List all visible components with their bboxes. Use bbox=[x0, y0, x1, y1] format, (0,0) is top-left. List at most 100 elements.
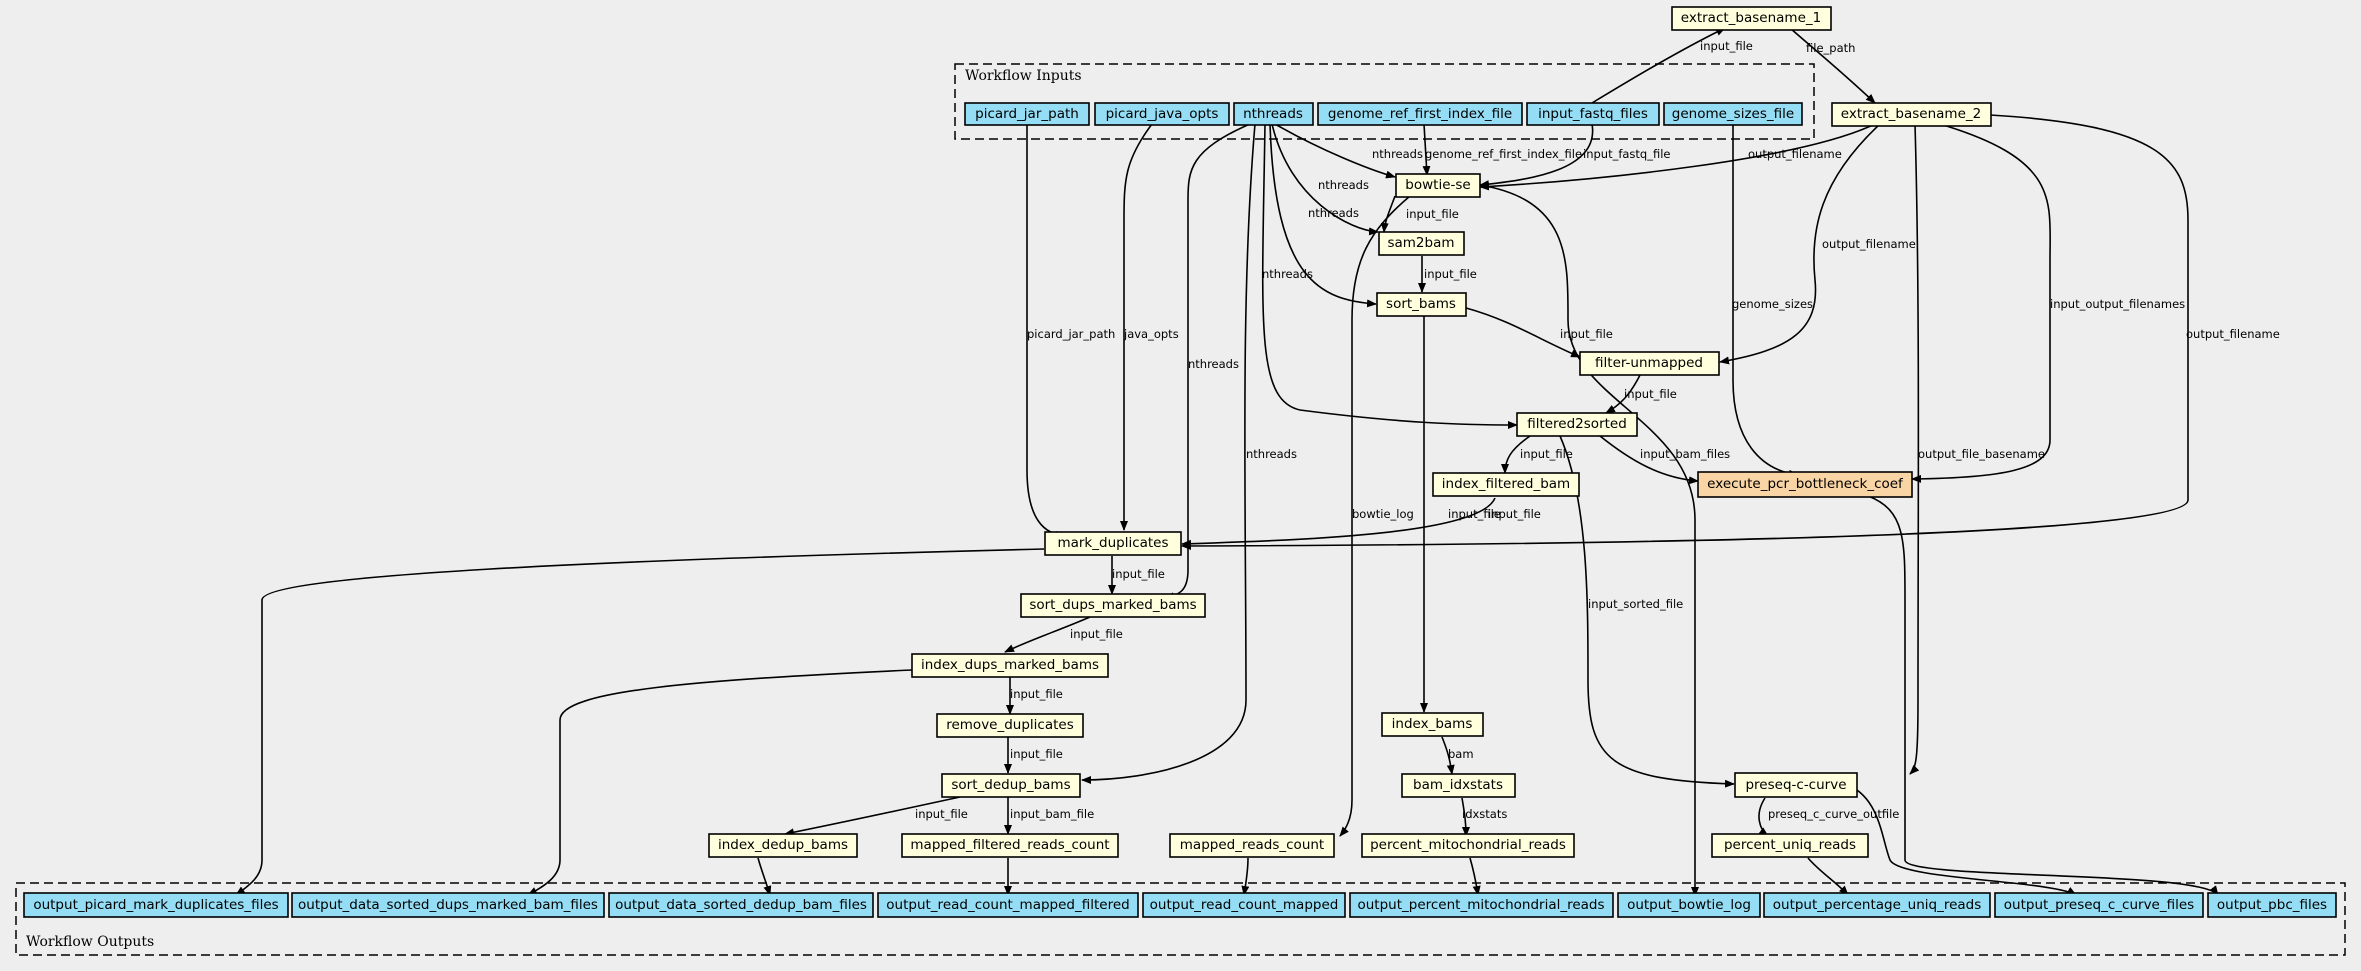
node-label: input_fastq_files bbox=[1538, 106, 1648, 122]
node-label: execute_pcr_bottleneck_coef bbox=[1707, 476, 1904, 492]
edge-mapped-reads-to-output bbox=[1241, 857, 1250, 896]
node-sort-bams[interactable]: sort_bams bbox=[1376, 292, 1467, 317]
node-picard-jar-path[interactable]: picard_jar_path bbox=[964, 102, 1090, 126]
node-index-bams[interactable]: index_bams bbox=[1381, 712, 1484, 737]
edge-genome-sizes-to-pcr: genome_sizes bbox=[1732, 124, 1813, 478]
node-execute-pcr-bottleneck-coef[interactable]: execute_pcr_bottleneck_coef bbox=[1697, 471, 1913, 498]
node-label: index_dedup_bams bbox=[718, 837, 848, 853]
node-remove-duplicates[interactable]: remove_duplicates bbox=[936, 713, 1084, 738]
edge-label: input_output_filenames bbox=[2050, 297, 2185, 311]
node-label: bam_idxstats bbox=[1413, 777, 1503, 793]
node-nthreads[interactable]: nthreads bbox=[1233, 102, 1314, 126]
node-output-pbc-files[interactable]: output_pbc_files bbox=[2207, 892, 2337, 918]
node-label: output_read_count_mapped bbox=[1150, 897, 1339, 913]
edge-label: input_fastq_file bbox=[1583, 147, 1671, 161]
edge-mark-duplicates-to-output bbox=[235, 548, 1045, 896]
node-label: sam2bam bbox=[1387, 235, 1454, 251]
edge-label: output_file_basename bbox=[1918, 447, 2045, 461]
node-sam2bam[interactable]: sam2bam bbox=[1378, 231, 1465, 256]
node-bam-idxstats[interactable]: bam_idxstats bbox=[1401, 773, 1516, 798]
node-output-preseq-c-curve-files[interactable]: output_preseq_c_curve_files bbox=[1994, 892, 2204, 918]
node-index-dups-marked-bams[interactable]: index_dups_marked_bams bbox=[911, 653, 1109, 678]
edge-label: input_bam_files bbox=[1640, 447, 1730, 461]
node-filtered2sorted[interactable]: filtered2sorted bbox=[1516, 412, 1638, 437]
node-label: picard_java_opts bbox=[1106, 106, 1219, 122]
node-output-percentage-uniq-reads[interactable]: output_percentage_uniq_reads bbox=[1763, 892, 1991, 918]
node-genome-ref-first-index-file[interactable]: genome_ref_first_index_file bbox=[1317, 102, 1523, 126]
node-extract-basename-1[interactable]: extract_basename_1 bbox=[1671, 6, 1832, 31]
node-percent-uniq-reads[interactable]: percent_uniq_reads bbox=[1711, 833, 1869, 858]
edge-label: idxstats bbox=[1462, 807, 1507, 821]
node-label: filter-unmapped bbox=[1595, 355, 1703, 371]
node-extract-basename-2[interactable]: extract_basename_2 bbox=[1831, 102, 1992, 127]
edge-label: input_file bbox=[1070, 627, 1123, 641]
node-bowtie-se[interactable]: bowtie-se bbox=[1395, 173, 1481, 198]
node-output-data-sorted-dedup-bam-files[interactable]: output_data_sorted_dedup_bam_files bbox=[608, 892, 874, 918]
edge-index-bams-to-bam-idxstats: bam bbox=[1441, 736, 1474, 775]
edge-label: output_filename bbox=[1822, 237, 1916, 251]
edge-extract-basename-2-to-bowtie: output_filename bbox=[1479, 123, 1876, 191]
edges: input_file file_path nthreads genome_ref… bbox=[235, 27, 2280, 897]
edge-label: picard_jar_path bbox=[1027, 327, 1115, 341]
edge-sort-dedup-to-mapped-filtered: input_bam_file bbox=[1004, 797, 1094, 835]
node-sort-dedup-bams[interactable]: sort_dedup_bams bbox=[941, 773, 1081, 798]
node-label: output_pbc_files bbox=[2217, 897, 2327, 913]
node-picard-java-opts[interactable]: picard_java_opts bbox=[1094, 102, 1230, 126]
node-input-fastq-files[interactable]: input_fastq_files bbox=[1526, 102, 1660, 126]
edge-label: nthreads bbox=[1262, 267, 1313, 281]
edge-sort-dedup-to-index-dedup: input_file bbox=[784, 796, 968, 837]
node-preseq-c-curve[interactable]: preseq-c-curve bbox=[1734, 772, 1858, 798]
edge-pcr-to-output bbox=[1867, 495, 2219, 896]
workflow-outputs-cluster: Workflow Outputs bbox=[15, 882, 2346, 956]
edge-index-filtered-to-mark-duplicates: input_file bbox=[1181, 497, 1541, 548]
node-index-dedup-bams[interactable]: index_dedup_bams bbox=[708, 833, 858, 858]
node-sort-dups-marked-bams[interactable]: sort_dups_marked_bams bbox=[1020, 593, 1206, 618]
node-label: percent_mitochondrial_reads bbox=[1370, 837, 1566, 853]
nodes: picard_jar_path picard_java_opts nthread… bbox=[23, 6, 2337, 918]
node-mapped-filtered-reads-count[interactable]: mapped_filtered_reads_count bbox=[901, 833, 1119, 858]
edge-extract-basename-2-to-pcr: input_output_filenames bbox=[1911, 123, 2185, 483]
node-label: mapped_reads_count bbox=[1180, 837, 1324, 853]
edge-bowtie-to-mapped-reads-count: bowtie_log bbox=[1339, 195, 1414, 837]
edge-extract-basename-1-to-2: file_path bbox=[1789, 27, 1876, 104]
node-filter-unmapped[interactable]: filter-unmapped bbox=[1579, 351, 1720, 376]
edge-label: input_file bbox=[1112, 567, 1165, 581]
node-output-picard-mark-duplicates-files[interactable]: output_picard_mark_duplicates_files bbox=[23, 892, 289, 918]
node-output-bowtie-log[interactable]: output_bowtie_log bbox=[1617, 892, 1761, 918]
edge-filtered2sorted-to-preseq: input_sorted_file bbox=[1559, 435, 1735, 788]
edge-label: input_file bbox=[1406, 207, 1459, 221]
edge-label: input_file bbox=[1700, 39, 1753, 53]
edge-percent-mito-to-output bbox=[1469, 857, 1481, 896]
edge-label: input_file bbox=[1488, 507, 1541, 521]
node-label: genome_ref_first_index_file bbox=[1328, 106, 1512, 122]
node-label: sort_dedup_bams bbox=[951, 777, 1070, 793]
node-label: mapped_filtered_reads_count bbox=[910, 837, 1109, 853]
edge-label: nthreads bbox=[1308, 206, 1359, 220]
edge-picard-java-opts-to-mark-duplicates: java_opts bbox=[1120, 123, 1179, 531]
edge-extract-basename-2-to-filter-unmapped: output_filename bbox=[1719, 123, 1916, 365]
edge-nthreads-to-sam2bam: nthreads bbox=[1271, 123, 1379, 236]
node-label: output_read_count_mapped_filtered bbox=[886, 897, 1129, 913]
edge-index-dedup-to-output bbox=[757, 857, 772, 896]
node-output-data-sorted-dups-marked-bam-files[interactable]: output_data_sorted_dups_marked_bam_files bbox=[291, 892, 605, 918]
edge-nthreads-to-filtered2sorted: nthreads bbox=[1261, 123, 1518, 429]
node-output-read-count-mapped[interactable]: output_read_count_mapped bbox=[1142, 892, 1346, 918]
node-percent-mitochondrial-reads[interactable]: percent_mitochondrial_reads bbox=[1361, 833, 1575, 858]
node-index-filtered-bam[interactable]: index_filtered_bam bbox=[1432, 472, 1580, 497]
node-mark-duplicates[interactable]: mark_duplicates bbox=[1044, 531, 1182, 556]
edge-remove-dups-to-sort-dedup: input_file bbox=[1004, 737, 1063, 774]
node-output-read-count-mapped-filtered[interactable]: output_read_count_mapped_filtered bbox=[877, 892, 1139, 918]
edge-label: genome_sizes bbox=[1732, 297, 1813, 311]
node-label: sort_dups_marked_bams bbox=[1029, 597, 1196, 613]
node-mapped-reads-count[interactable]: mapped_reads_count bbox=[1169, 833, 1335, 858]
edge-preseq-to-percent-uniq: preseq_c_curve_outfile bbox=[1758, 797, 1899, 837]
node-output-percent-mitochondrial-reads[interactable]: output_percent_mitochondrial_reads bbox=[1349, 892, 1614, 918]
edge-label: input_file bbox=[1010, 687, 1063, 701]
node-label: output_preseq_c_curve_files bbox=[2004, 897, 2194, 913]
edge-percent-uniq-to-output bbox=[1807, 857, 1849, 896]
node-label: genome_sizes_file bbox=[1672, 106, 1794, 122]
edge-index-dups-to-output bbox=[527, 669, 913, 896]
node-genome-sizes-file[interactable]: genome_sizes_file bbox=[1663, 102, 1803, 126]
edge-filtered2sorted-to-index-filtered: input_file bbox=[1501, 435, 1573, 474]
